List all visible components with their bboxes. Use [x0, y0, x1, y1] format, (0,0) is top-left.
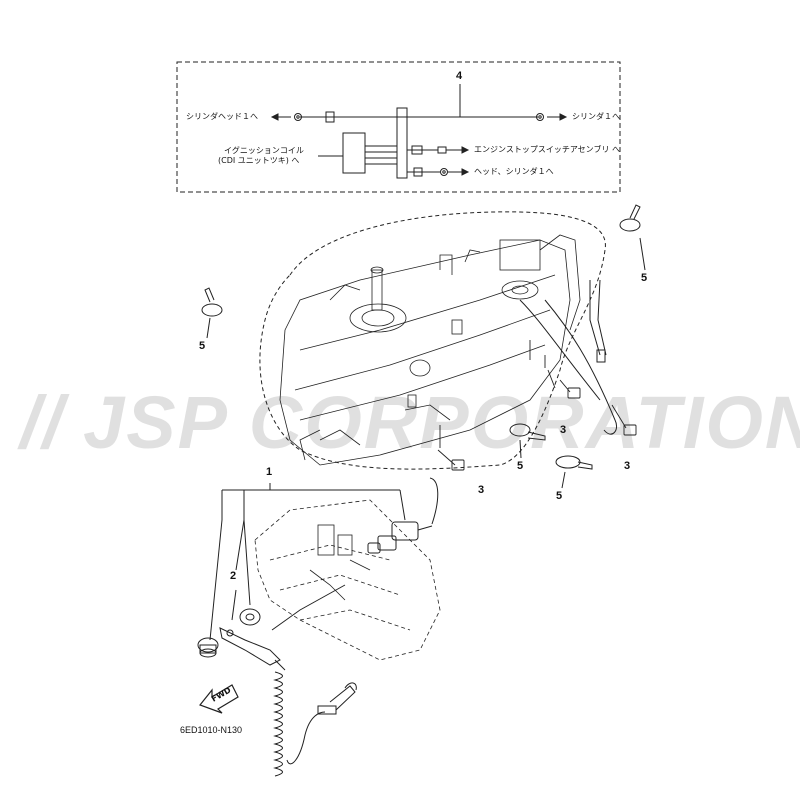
- label-cylinder-head: シリンダヘッド１へ: [186, 112, 258, 121]
- callout-2: 2: [230, 570, 237, 582]
- callout-5-left: 5: [199, 340, 206, 352]
- ring-terminal-icon: [294, 113, 302, 121]
- callout-3-a: 3: [478, 484, 485, 496]
- drawing-number: 6ED1010-N130: [180, 725, 243, 735]
- callout-5-mid-b: 5: [556, 490, 563, 502]
- callout-5-top-right: 5: [641, 272, 648, 284]
- label-ignition-coil: イグニッションコイル: [224, 146, 304, 155]
- engine-phantom-outline: [259, 211, 606, 470]
- label-head-cylinder: ヘッド、シリンダ１へ: [474, 167, 554, 176]
- inset-frame: [176, 61, 621, 193]
- bracket-phantom-outline: [254, 499, 441, 661]
- callout-3-b: 3: [560, 424, 567, 436]
- callout-1: 1: [266, 466, 273, 478]
- fwd-arrow-icon: [199, 684, 239, 714]
- label-cylinder: シリンダ１へ: [572, 112, 620, 121]
- ring-terminal-icon: [536, 113, 544, 121]
- stop-switch: [367, 521, 433, 554]
- label-engine-stop-switch: エンジンストップスイッチアセンブリ へ: [474, 145, 620, 154]
- callout-4: 4: [456, 70, 463, 82]
- coil-cord: [273, 659, 357, 777]
- callout-5-mid-a: 5: [517, 460, 524, 472]
- clamp-icon: [201, 204, 641, 470]
- engine-block: [279, 234, 581, 466]
- callout-3-c: 3: [624, 460, 631, 472]
- bolt-group: [437, 340, 637, 471]
- label-cdi-unit: (CDI ユニットツキ) へ: [218, 156, 300, 165]
